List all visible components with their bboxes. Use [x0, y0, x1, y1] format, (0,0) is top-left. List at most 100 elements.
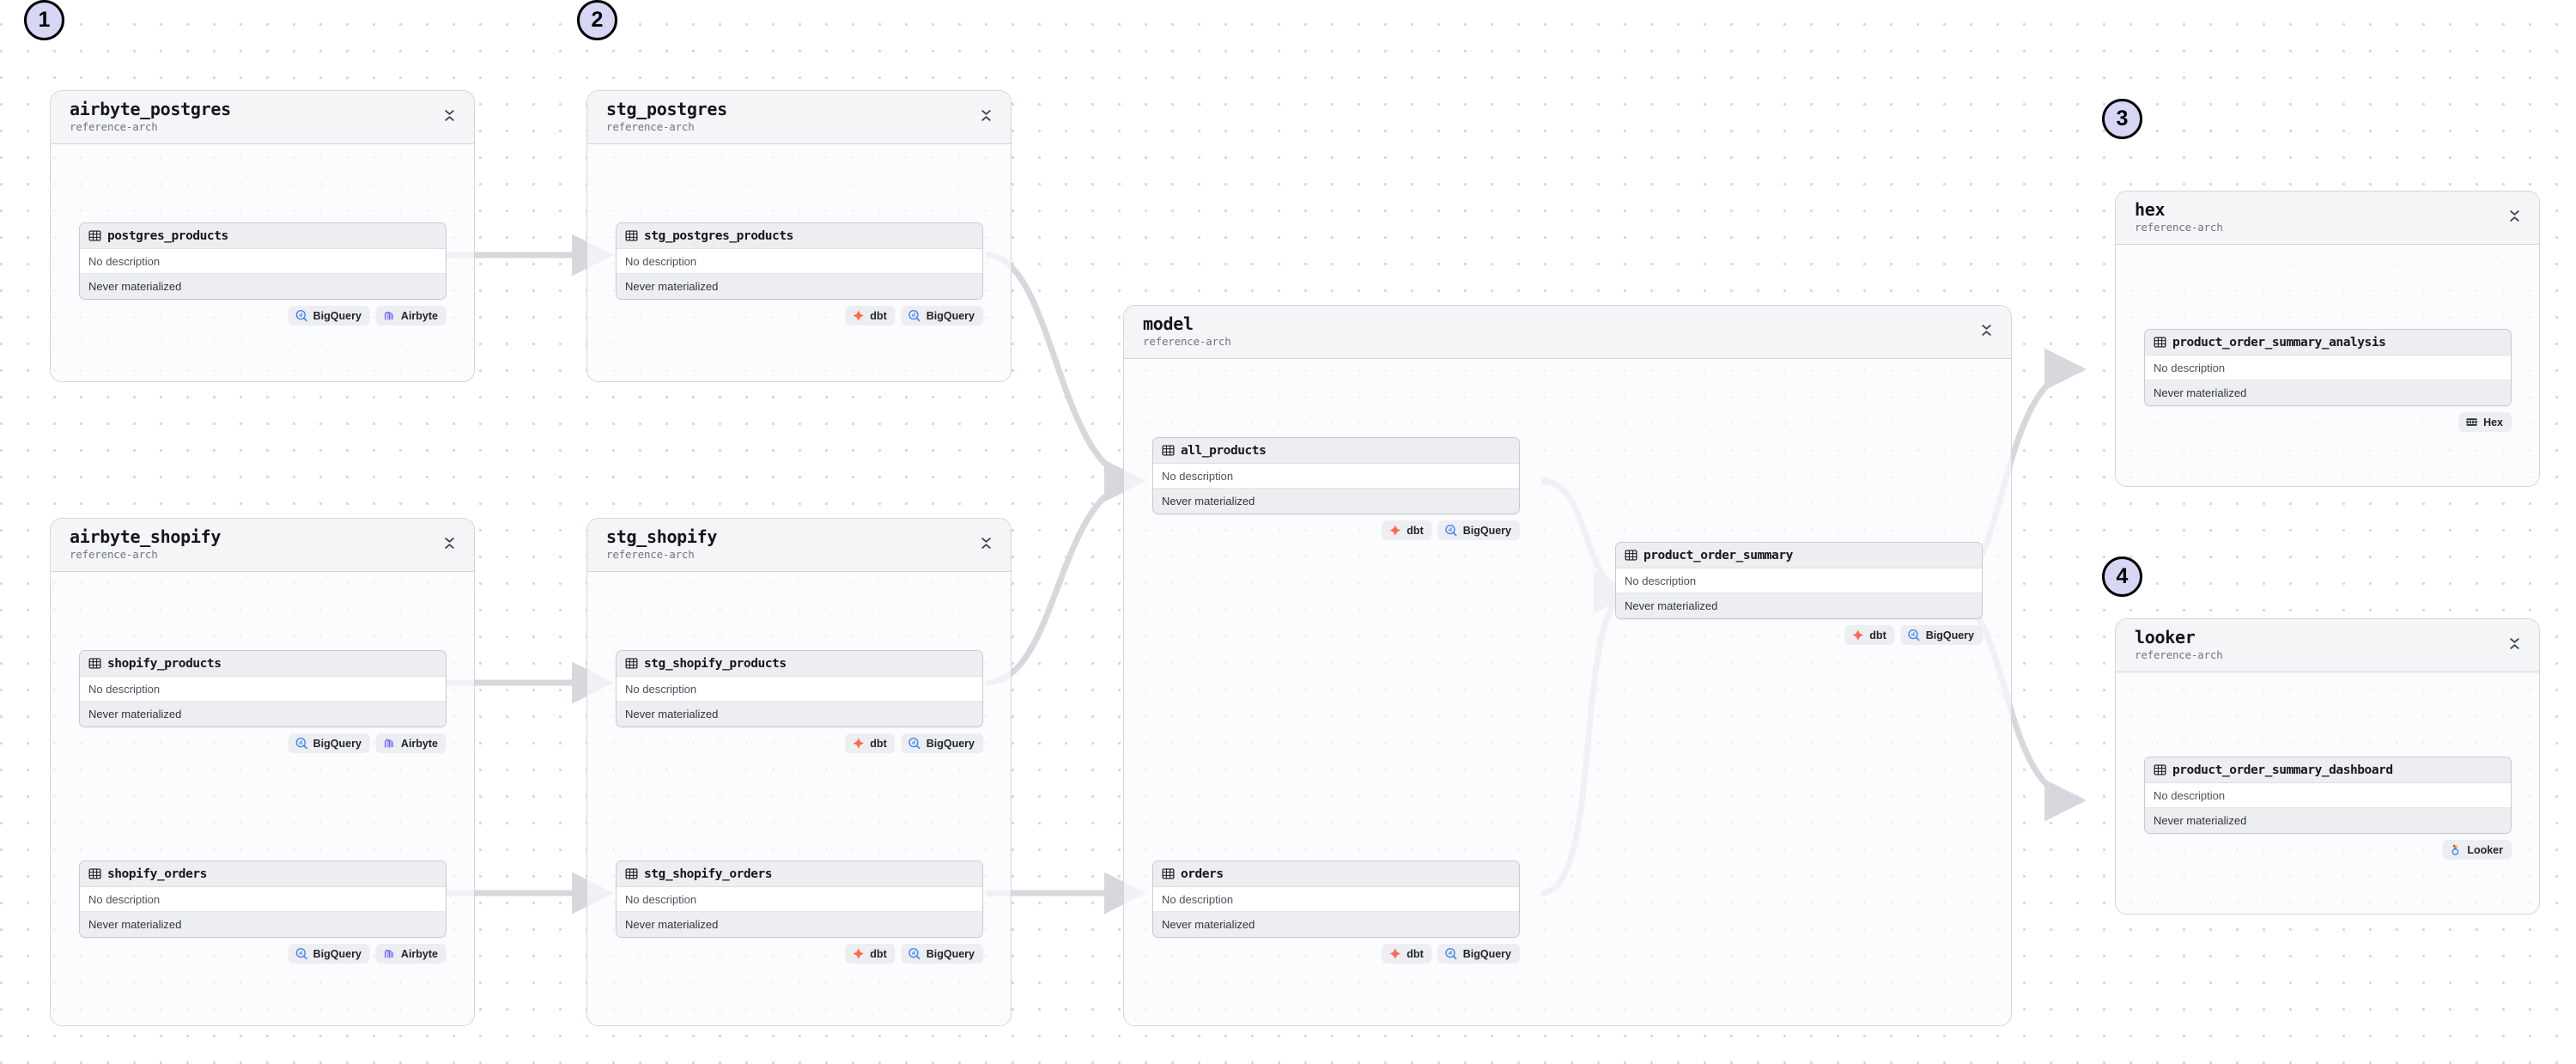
- badge-dbt[interactable]: dbt: [845, 306, 896, 325]
- collapse-vertical-icon[interactable]: [2505, 632, 2524, 654]
- collapse-vertical-icon[interactable]: [1977, 319, 1996, 341]
- table-grid-icon: [88, 657, 101, 670]
- asset-node-title: stg_postgres_products: [644, 228, 793, 243]
- table-grid-icon: [88, 229, 101, 242]
- badge-bigquery[interactable]: BigQuery: [901, 733, 983, 753]
- table-grid-icon: [625, 867, 638, 880]
- collapse-vertical-icon[interactable]: [976, 104, 995, 126]
- badge-label: BigQuery: [926, 737, 975, 750]
- group-name: airbyte_postgres: [70, 99, 231, 119]
- collapse-vertical-icon[interactable]: [440, 104, 459, 126]
- asset-node-header[interactable]: product_order_summary_analysis: [2145, 330, 2511, 356]
- asset-description: No description: [2145, 783, 2511, 808]
- asset-node-header[interactable]: stg_shopify_orders: [617, 861, 982, 887]
- badge-label: BigQuery: [926, 947, 975, 960]
- integration-badges: Looker: [2442, 840, 2512, 860]
- badge-bigquery[interactable]: BigQuery: [901, 944, 983, 964]
- table-grid-icon: [1625, 549, 1637, 562]
- badge-airbyte[interactable]: Airbyte: [375, 306, 447, 325]
- dbt-icon: [852, 309, 865, 322]
- badge-bigquery[interactable]: BigQuery: [1437, 944, 1520, 964]
- badge-bigquery[interactable]: BigQuery: [288, 944, 370, 964]
- asset-materialization-status: Never materialized: [80, 912, 446, 937]
- asset-node-header[interactable]: product_order_summary_dashboard: [2145, 757, 2511, 783]
- badge-airbyte[interactable]: Airbyte: [375, 944, 447, 964]
- badge-dbt[interactable]: dbt: [1844, 625, 1895, 645]
- badge-hex[interactable]: Hex: [2458, 412, 2512, 432]
- asset-node-header[interactable]: orders: [1153, 861, 1519, 887]
- asset-materialization-status: Never materialized: [80, 702, 446, 727]
- badge-looker[interactable]: Looker: [2442, 840, 2512, 860]
- asset-node-header[interactable]: product_order_summary: [1616, 543, 1982, 568]
- asset-node-title: stg_shopify_orders: [644, 866, 773, 881]
- badge-bigquery[interactable]: BigQuery: [288, 733, 370, 753]
- asset-node-header[interactable]: postgres_products: [80, 223, 446, 249]
- asset-description: No description: [617, 677, 982, 702]
- step-marker-2: 2: [577, 0, 617, 40]
- asset-node-header[interactable]: shopify_orders: [80, 861, 446, 887]
- asset-node-title: product_order_summary: [1643, 548, 1793, 562]
- collapse-vertical-icon[interactable]: [2505, 204, 2524, 227]
- badge-dbt[interactable]: dbt: [845, 944, 896, 964]
- collapse-vertical-icon[interactable]: [976, 532, 995, 554]
- table-grid-icon: [88, 867, 101, 880]
- bigquery-icon: [908, 737, 921, 750]
- asset-node-header[interactable]: shopify_products: [80, 651, 446, 677]
- badge-dbt[interactable]: dbt: [1382, 520, 1432, 540]
- badge-bigquery[interactable]: BigQuery: [1900, 625, 1983, 645]
- asset-node-title: all_products: [1181, 443, 1267, 458]
- group-subtitle: reference-arch: [1143, 335, 1231, 348]
- group-name: looker: [2135, 627, 2196, 648]
- bigquery-icon: [1445, 947, 1458, 960]
- badge-label: BigQuery: [1462, 524, 1511, 537]
- badge-dbt[interactable]: dbt: [845, 733, 896, 753]
- asset-materialization-status: Never materialized: [1616, 593, 1982, 618]
- asset-node-header[interactable]: stg_postgres_products: [617, 223, 982, 249]
- badge-bigquery[interactable]: BigQuery: [1437, 520, 1520, 540]
- step-marker-1: 1: [24, 0, 64, 40]
- integration-badges: dbt BigQuery: [845, 306, 983, 325]
- asset-node-header[interactable]: all_products: [1153, 438, 1519, 464]
- badge-bigquery[interactable]: BigQuery: [901, 306, 983, 325]
- badge-label: BigQuery: [313, 309, 361, 322]
- asset-materialization-status: Never materialized: [1153, 489, 1519, 514]
- badge-airbyte[interactable]: Airbyte: [375, 733, 447, 753]
- asset-node-title: shopify_orders: [107, 866, 207, 881]
- asset-materialization-status: Never materialized: [2145, 808, 2511, 833]
- badge-dbt[interactable]: dbt: [1382, 944, 1432, 964]
- asset-description: No description: [1616, 568, 1982, 593]
- table-grid-icon: [625, 657, 638, 670]
- collapse-vertical-icon[interactable]: [440, 532, 459, 554]
- group-name: hex: [2135, 199, 2166, 220]
- asset-node-header[interactable]: stg_shopify_products: [617, 651, 982, 677]
- badge-bigquery[interactable]: BigQuery: [288, 306, 370, 325]
